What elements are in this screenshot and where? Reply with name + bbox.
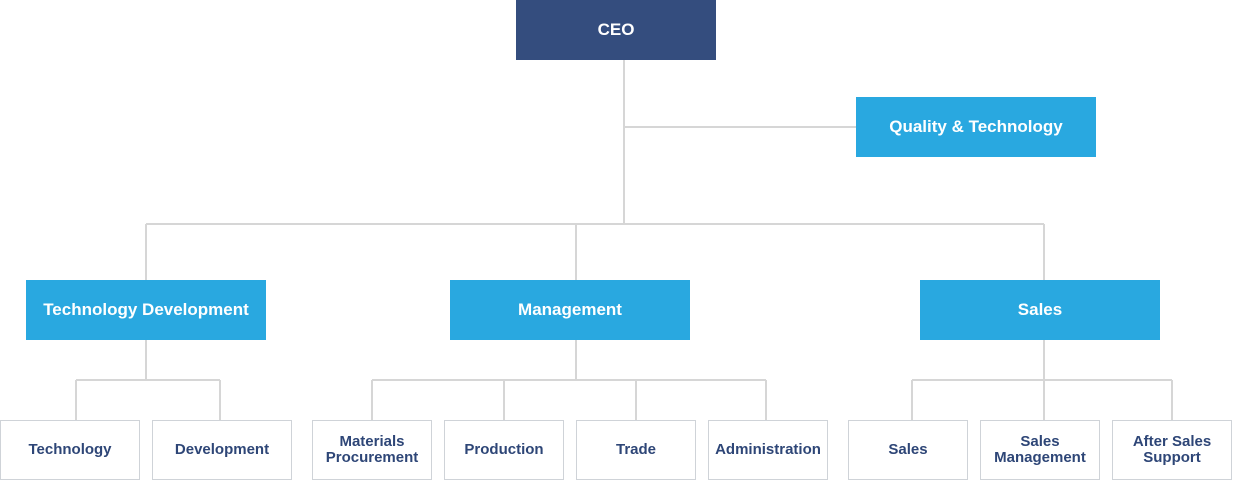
sales-box: Sales [920, 280, 1160, 340]
after-sales-support-label-line-2: Support [1143, 449, 1201, 466]
production-unit-label: Production [464, 441, 544, 458]
sales-unit-label: Sales [888, 441, 928, 458]
technology-unit-label: Technology [28, 441, 112, 458]
technology-development-box: Technology Development [26, 280, 266, 340]
technology-development-label: Technology Development [43, 300, 249, 319]
management-label: Management [518, 300, 622, 319]
sales-management-unit-box: Sales Management [980, 420, 1100, 480]
sales-label: Sales [1017, 300, 1063, 319]
sales-management-label-line-2: Management [994, 449, 1086, 466]
management-box: Management [450, 280, 690, 340]
ceo-box: CEO [516, 0, 716, 60]
materials-procurement-label-line-1: Materials [339, 433, 405, 450]
after-sales-support-label-line-1: After Sales [1132, 433, 1212, 450]
materials-procurement-label-line-2: Procurement [325, 449, 419, 466]
trade-unit-label: Trade [615, 441, 657, 458]
administration-unit-box: Administration [708, 420, 828, 480]
materials-procurement-unit-box: Materials Procurement [312, 420, 432, 480]
sales-management-label-line-1: Sales [1020, 433, 1060, 450]
production-unit-box: Production [444, 420, 564, 480]
after-sales-support-unit-box: After Sales Support [1112, 420, 1232, 480]
development-unit-box: Development [152, 420, 292, 480]
sales-unit-box: Sales [848, 420, 968, 480]
ceo-label: CEO [597, 20, 635, 39]
trade-unit-box: Trade [576, 420, 696, 480]
administration-unit-label: Administration [715, 441, 821, 458]
technology-unit-box: Technology [0, 420, 140, 480]
development-unit-label: Development [174, 441, 270, 458]
quality-technology-box: Quality & Technology [856, 97, 1096, 157]
quality-technology-label: Quality & Technology [889, 117, 1063, 136]
